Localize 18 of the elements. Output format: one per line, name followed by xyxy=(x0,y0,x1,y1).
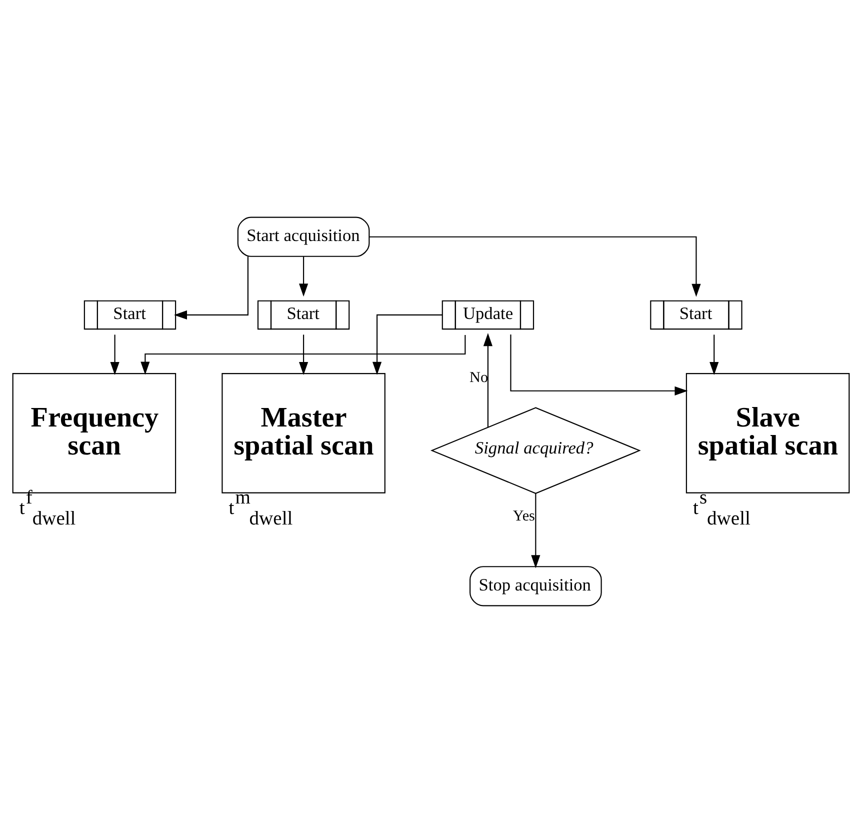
node-diamond: Signal acquired? xyxy=(430,407,641,494)
arrow xyxy=(298,256,308,297)
arrow xyxy=(372,314,442,375)
edge-label: Yes xyxy=(512,507,535,524)
arrow xyxy=(483,333,492,428)
arrow xyxy=(110,334,120,376)
arrow xyxy=(174,256,248,320)
edge-label: No xyxy=(470,369,488,386)
arrow xyxy=(710,334,719,376)
node-box: Master spatial scan xyxy=(222,373,386,494)
arrow xyxy=(510,334,688,396)
arrow xyxy=(298,334,308,376)
node-box: Slave spatial scan xyxy=(686,373,850,494)
arrow xyxy=(531,493,540,568)
arrow xyxy=(369,236,701,297)
node-box: Stop acquisition xyxy=(470,566,602,606)
node-box: Start acquisition xyxy=(237,216,370,257)
arrow xyxy=(140,334,466,375)
